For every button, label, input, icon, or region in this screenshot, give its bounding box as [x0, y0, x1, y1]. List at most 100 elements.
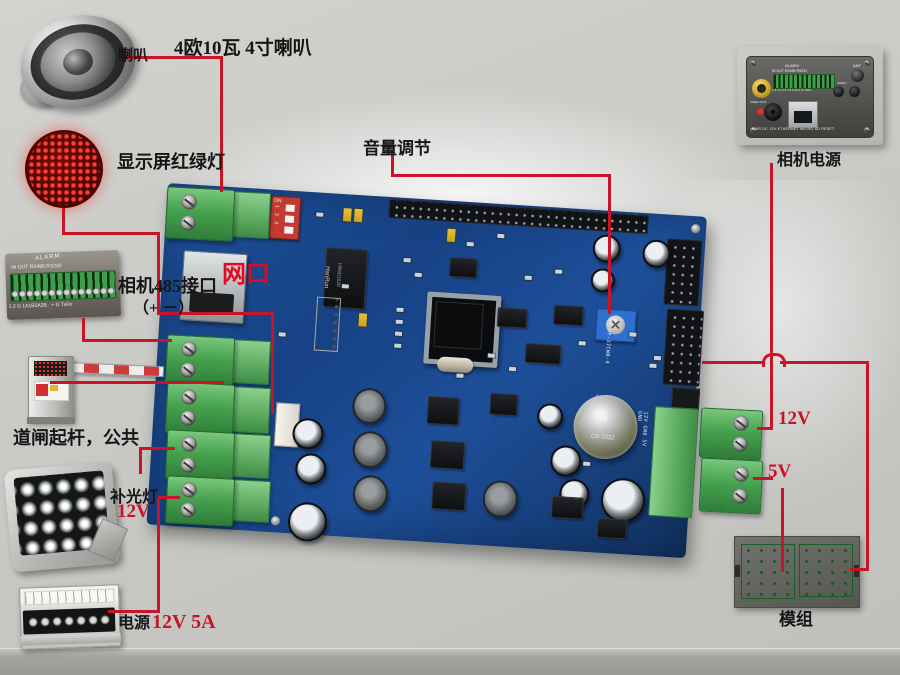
- passive-component: [341, 284, 349, 289]
- ethernet-port: [788, 101, 818, 128]
- alarm-terminal-strip: [9, 270, 117, 302]
- passive-component: [629, 332, 637, 337]
- wire-power-v: [157, 498, 160, 613]
- bnc-video-connector: [752, 79, 771, 98]
- psu-terminal-block: [22, 607, 116, 635]
- capacitor: [590, 267, 616, 294]
- ic-chip: [551, 496, 583, 519]
- wire-fill-light-h: [139, 447, 175, 450]
- terminal-screw: [181, 389, 197, 405]
- passive-component: [316, 212, 324, 217]
- camera-alarm-label: ALARM: [785, 63, 799, 68]
- board-code-silk: DF-37CWB-4: [603, 328, 612, 365]
- terminal-block-power-in: [164, 475, 236, 527]
- ic-chip: [525, 343, 561, 364]
- wire-module-h2: [780, 361, 869, 364]
- passive-component: [414, 272, 422, 278]
- battery-text: LITHIUM BATTERY: [577, 393, 601, 426]
- terminal-base: [228, 432, 272, 480]
- psu-label: 电源: [118, 615, 151, 632]
- terminal-base: [228, 190, 272, 240]
- terminal-base: [228, 338, 272, 386]
- wire-display-v1: [62, 208, 65, 235]
- gate-sign-red: [36, 384, 48, 396]
- terminal-block-speaker: [164, 186, 236, 242]
- wire-power-h: [108, 610, 160, 613]
- ic-chip: [427, 396, 460, 425]
- passive-component: [278, 332, 286, 337]
- gate-cabinet: [27, 356, 75, 424]
- backup-battery: + CR 2032 LITHIUM BATTERY: [571, 393, 640, 461]
- camera-bottom-labels: PWR DC 12V ETHERNET MICRO SD RESET: [752, 127, 835, 131]
- tantalum-capacitor: [446, 228, 456, 243]
- wire-display-h1: [62, 232, 160, 235]
- passive-component: [394, 343, 402, 348]
- ethernet-slot: [794, 111, 812, 123]
- speaker-image: [10, 3, 146, 121]
- led-module-image: [734, 536, 860, 608]
- idc-header-lower: [662, 308, 705, 387]
- passive-component: [487, 353, 495, 358]
- camera-terminal-strip: [773, 74, 835, 89]
- terminal-screw: [733, 415, 749, 431]
- dip-lever: [285, 204, 295, 212]
- tantalum-capacitor: [353, 208, 363, 223]
- terminal-screw: [181, 341, 197, 357]
- tantalum-capacitor: [358, 313, 368, 327]
- passive-component: [403, 257, 411, 263]
- terminal-block-12v-out: [698, 407, 764, 461]
- capacitor: [286, 501, 329, 543]
- wire-fill-light-v: [139, 447, 142, 474]
- audio-jack: [849, 86, 860, 97]
- ic-chip: [432, 482, 466, 511]
- rs485-device-image: ALARM IN OUT RS485 RS232 1 2 G 1A1B2A2B …: [4, 250, 122, 320]
- terminal-base: [228, 385, 272, 435]
- passive-component: [508, 366, 517, 372]
- terminal-screw: [180, 457, 196, 473]
- psu-sticker: [24, 588, 115, 606]
- terminal-block-5v-out: [698, 457, 764, 515]
- terminal-screw: [732, 488, 748, 504]
- chip-marking: HanRun: [322, 265, 331, 289]
- gate-sign-yellow: [50, 385, 58, 391]
- ic-chip: [490, 393, 518, 416]
- crystal-oscillator: [436, 356, 474, 374]
- net-port-label: 网口: [222, 262, 270, 288]
- wire-display-v3: [271, 312, 274, 414]
- case-screw: [864, 60, 870, 66]
- passive-component: [649, 363, 657, 369]
- terminal-block-rs485: [164, 334, 236, 388]
- wire-module-h1: [702, 361, 764, 364]
- camera-power-image: ALARM IN OUT RS485 RS232 ANT 1 2 3 4 5 6…: [746, 56, 874, 138]
- mounting-hole: [690, 223, 701, 234]
- volume-label: 音量调节: [363, 139, 431, 158]
- terminal-screw: [732, 436, 748, 452]
- camera-ports-label: IN OUT RS485 RS232: [772, 69, 808, 73]
- case-screw: [750, 60, 756, 66]
- alarm-strip-screws: [11, 284, 116, 301]
- terminal-screw: [180, 215, 196, 231]
- right-5v-label: 5V: [768, 461, 792, 482]
- module-slot: [854, 565, 859, 577]
- alarm-pins: 1 2 G 1A1B2A2B · + G TxRx: [8, 301, 73, 310]
- power-led: [758, 109, 763, 114]
- passive-component: [395, 319, 403, 325]
- fill-light-label: 补光灯: [110, 489, 159, 506]
- ic-chip: [430, 441, 465, 470]
- passive-component: [578, 341, 586, 346]
- sip-connector: [313, 296, 342, 352]
- alarm-title: ALARM: [34, 253, 61, 262]
- inductor: [351, 474, 390, 514]
- capacitor: [536, 402, 564, 431]
- terminal-screw: [181, 436, 197, 452]
- led-dots: [28, 133, 100, 205]
- wire-volume-v2: [608, 174, 611, 314]
- ic-chip: [497, 308, 527, 328]
- tantalum-capacitor: [342, 208, 352, 222]
- dip-lever: [284, 215, 295, 223]
- camera-audio-label: AUDIO: [837, 81, 847, 85]
- inductor: [351, 387, 388, 426]
- gate-label: 道闸起杆，公共: [13, 428, 139, 448]
- wire-5v-v: [781, 488, 784, 572]
